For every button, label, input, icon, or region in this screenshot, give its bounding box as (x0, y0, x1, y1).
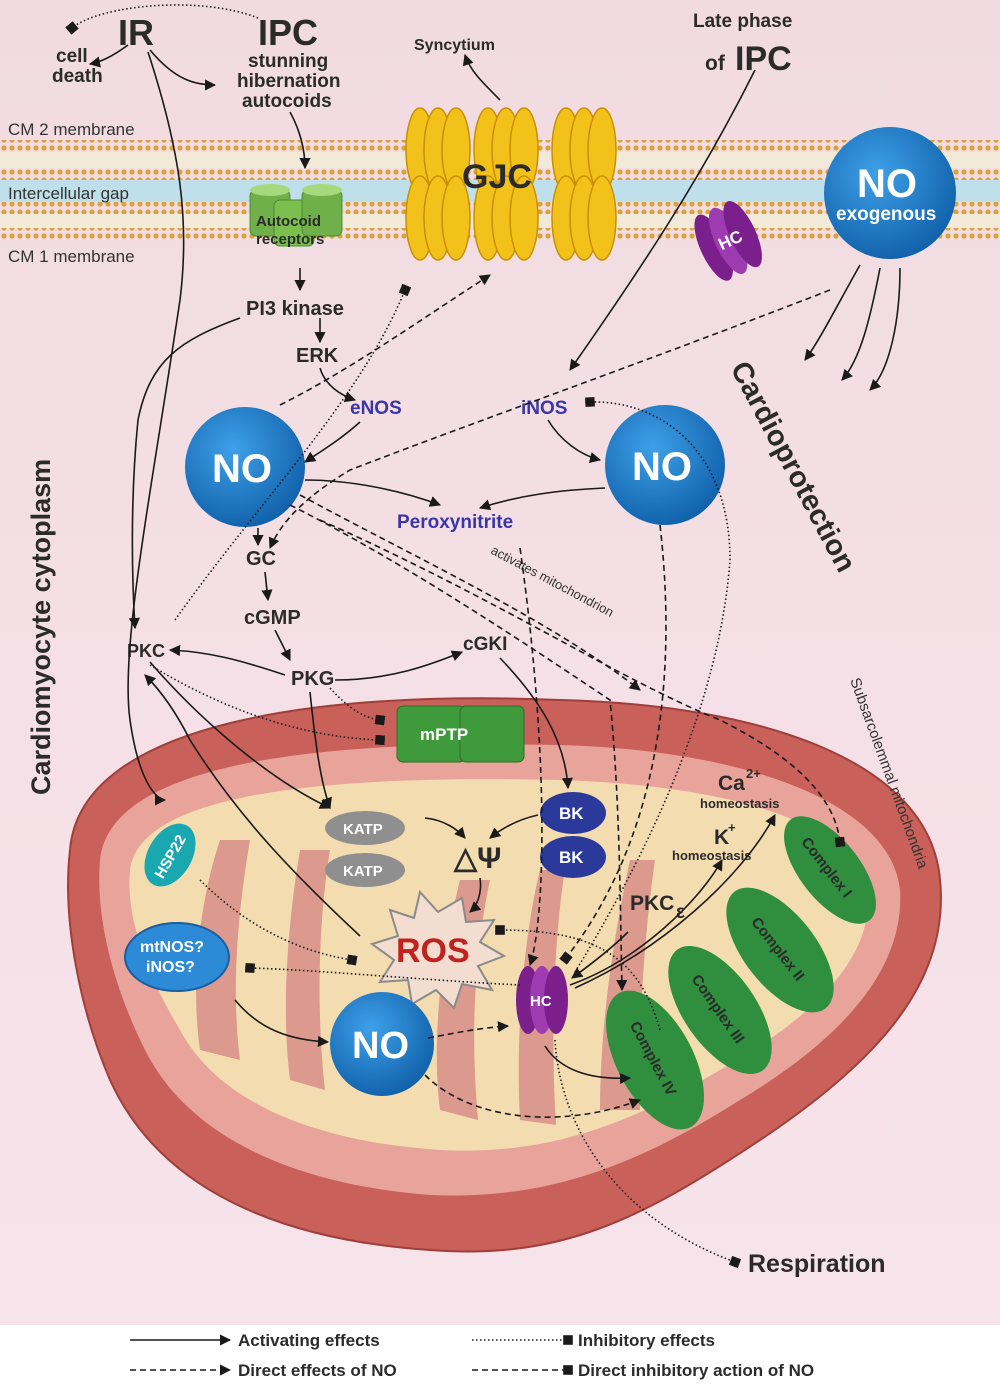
katp-label-2: KATP (343, 863, 383, 880)
mptp-pore: mPTP (396, 705, 525, 763)
respiration-label: Respiration (748, 1250, 886, 1278)
bk-channel-2 (540, 836, 606, 878)
hsp22-protein: HSP22 (144, 823, 196, 887)
ir-label: IR (118, 12, 154, 53)
no-exogenous-circle (824, 127, 956, 259)
ipc-effect-autocoids: autocoids (242, 91, 332, 112)
inos-question-label: iNOS? (146, 959, 195, 976)
late-phase-label: Late phase (693, 11, 792, 32)
no-exogenous-label: NO (857, 162, 917, 206)
autocoid-label-1: Autocoid (256, 213, 321, 230)
legend-inhibitory: Inhibitory effects (578, 1331, 715, 1350)
no-circle-inos (605, 405, 725, 525)
cell-death-line2: death (52, 66, 103, 87)
cm1-label: CM 1 membrane (8, 247, 135, 266)
ros-label: ROS (396, 932, 470, 970)
hemichannel-membrane: HC (694, 200, 762, 281)
cgki-label: cGKI (463, 634, 507, 655)
no-circle-mito (330, 992, 434, 1096)
ipc-effect-stunning: stunning (248, 51, 328, 72)
gap-junction-channel: GJC (405, 107, 617, 261)
complex-iii: Complex III (668, 945, 772, 1075)
delta-psi-label: △Ψ (453, 842, 501, 875)
ipc-label: IPC (258, 12, 318, 53)
no-enos-label: NO (212, 447, 272, 491)
ipc-effect-hibernation: hibernation (237, 71, 340, 92)
gjc-label: GJC (462, 158, 532, 196)
no-inos-label: NO (632, 445, 692, 489)
ca-label: Ca (718, 772, 745, 795)
cell-death-line1: cell (56, 46, 88, 67)
ca-sup-label: 2+ (746, 766, 761, 781)
mtnos-oval (124, 922, 230, 992)
legend: Activating effects Direct effects of NO … (0, 1325, 1000, 1386)
no-mito-label: NO (352, 1025, 409, 1067)
ca-homeostasis-label: homeostasis (700, 796, 779, 811)
bk-label-1: BK (559, 804, 584, 823)
pkc-epsilon-label: PKC (630, 892, 674, 915)
katp-label-1: KATP (343, 821, 383, 838)
autocoid-receptors: Autocoid receptors (249, 184, 343, 248)
pi3k-label: PI3 kinase (246, 298, 344, 320)
peroxynitrite-label: Peroxynitrite (397, 512, 513, 533)
complex-iv: Complex IV (606, 990, 704, 1130)
cgmp-label: cGMP (244, 607, 301, 629)
bk-channel-1 (540, 792, 606, 834)
hemichannel-mito: HC (516, 966, 568, 1034)
legend-activating: Activating effects (238, 1331, 380, 1350)
katp-channel-1 (325, 811, 405, 845)
k-homeostasis-label: homeostasis (672, 848, 751, 863)
autocoid-label-2: receptors (256, 231, 324, 248)
enos-label: eNOS (350, 398, 402, 419)
legend-direct-inhibitory: Direct inhibitory action of NO (578, 1361, 814, 1380)
complex-ii: Complex II (726, 887, 834, 1013)
k-label: K (714, 826, 729, 849)
legend-direct-no: Direct effects of NO (238, 1361, 397, 1380)
katp-channel-2 (325, 853, 405, 887)
k-sup-label: + (728, 820, 736, 835)
cm2-label: CM 2 membrane (8, 120, 135, 139)
inos-label: iNOS (521, 398, 567, 419)
of-label: of (705, 52, 726, 75)
hc-mito-label: HC (530, 993, 552, 1010)
cytoplasm-title: Cardiomyocyte cytoplasm (26, 459, 56, 795)
syncytium-label: Syncytium (414, 37, 495, 54)
pkc-label: PKC (127, 641, 165, 661)
pathway-arrows (65, 4, 901, 1269)
erk-label: ERK (296, 345, 339, 367)
mtnos-label: mtNOS? (140, 939, 204, 956)
exogenous-label: exogenous (836, 204, 936, 225)
ros-burst: ROS (369, 889, 507, 1010)
intercellular-gap-label: Intercellular gap (8, 184, 129, 203)
mptp-label: mPTP (420, 725, 468, 744)
pkg-label: PKG (291, 668, 334, 690)
no-circle-enos (185, 407, 305, 527)
late-ipc-label: IPC (735, 40, 792, 78)
bk-label-2: BK (559, 848, 584, 867)
gc-label: GC (246, 548, 276, 570)
